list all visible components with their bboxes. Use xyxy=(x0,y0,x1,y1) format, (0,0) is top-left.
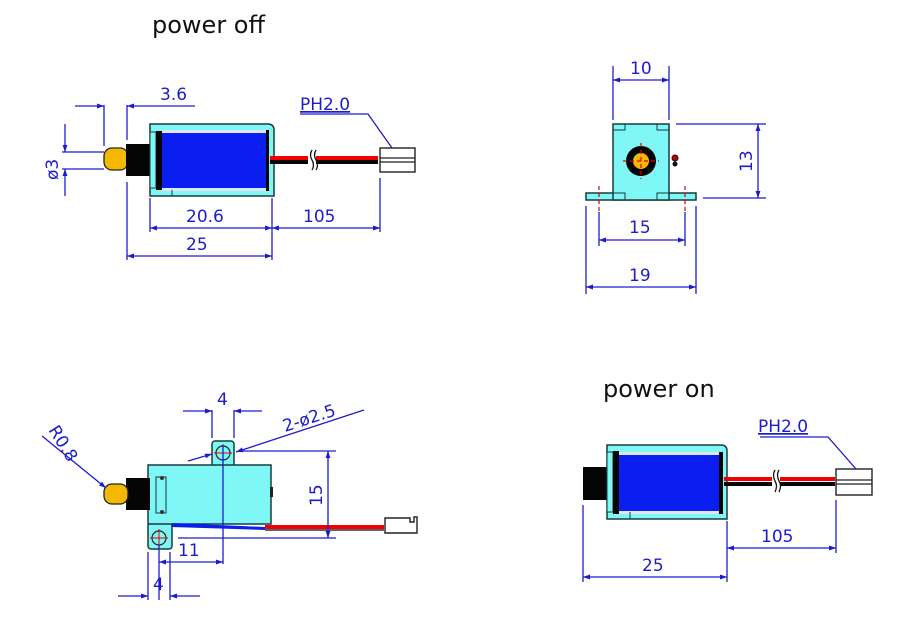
coil xyxy=(619,455,719,511)
break-symbol xyxy=(309,149,315,171)
dim-height: 13 xyxy=(737,150,757,172)
dim-total-length: 25 xyxy=(186,235,208,255)
dim-hole-height: 15 xyxy=(307,484,327,506)
dim-pin-diameter: ø3 xyxy=(43,159,63,180)
break-symbol xyxy=(772,469,778,493)
dim-wire-length: 105 xyxy=(761,527,793,547)
plunger-tip xyxy=(103,147,129,171)
dim-hole-spacing: 15 xyxy=(629,218,651,238)
plunger-sleeve xyxy=(583,467,609,500)
mount-view: 4 2-ø2.5 R0.8 15 11 4 xyxy=(41,390,418,600)
dim-body-width: 10 xyxy=(630,59,652,79)
dim-hole-offset: 11 xyxy=(178,541,200,561)
end-view: 10 13 15 19 xyxy=(585,59,766,294)
dim-tab-width-top: 4 xyxy=(217,390,228,410)
connector-ph2 xyxy=(835,468,873,496)
plunger-sleeve xyxy=(126,478,150,510)
mount-connector xyxy=(384,516,418,534)
label-connector: PH2.0 xyxy=(300,95,350,115)
mount-body xyxy=(147,464,272,525)
title-power-off: power off xyxy=(152,11,265,39)
power-on-side-view: PH2.0 105 25 xyxy=(582,417,873,582)
label-hole-callout: 2-ø2.5 xyxy=(280,401,338,437)
coil xyxy=(162,133,266,188)
dim-wire-length: 105 xyxy=(303,207,335,227)
dim-tab-width-bottom: 4 xyxy=(153,575,164,595)
dim-body-length: 20.6 xyxy=(186,207,224,227)
title-power-on: power on xyxy=(603,375,715,403)
plunger-tip xyxy=(103,483,129,505)
power-off-side-view: 3.6 ø3 PH2.0 20.6 105 25 xyxy=(43,85,416,260)
dim-flange-width: 19 xyxy=(629,266,651,286)
label-connector: PH2.0 xyxy=(758,417,808,437)
label-tip-radius: R0.8 xyxy=(44,422,82,466)
connector-ph2 xyxy=(379,147,416,173)
plunger-sleeve xyxy=(126,144,152,176)
dim-pin-offset: 3.6 xyxy=(160,85,187,105)
dim-total-length: 25 xyxy=(642,556,664,576)
